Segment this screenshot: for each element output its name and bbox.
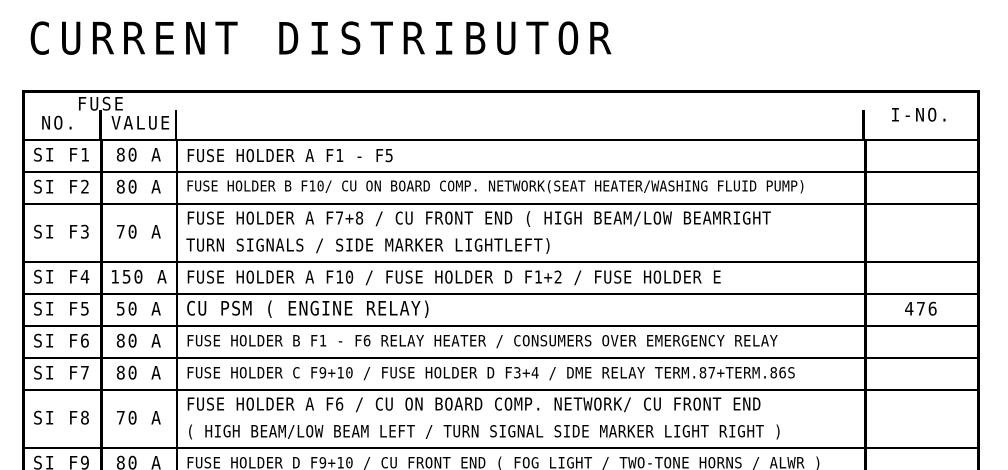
- cell-ino: [865, 172, 977, 205]
- description-line: ( HIGH BEAM/LOW BEAM LEFT / TURN SIGNAL …: [186, 422, 784, 443]
- fuse-value-text: 80 A: [115, 176, 163, 200]
- description-line: FUSE HOLDER C F9+10 / FUSE HOLDER D F3+4…: [186, 364, 797, 384]
- cell-fuse-no: SI F9: [25, 448, 103, 470]
- fuse-value-text: 70 A: [115, 407, 163, 431]
- description-line: FUSE HOLDER A F1 - F5: [186, 145, 395, 167]
- cell-fuse-no: SI F6: [25, 326, 103, 359]
- cell-fuse-value: 70 A: [101, 204, 178, 263]
- ino-text: 476: [904, 298, 940, 322]
- cell-fuse-value: 80 A: [101, 140, 178, 173]
- table-header: FUSE NO. VALUE I-NO.: [25, 93, 977, 141]
- table-body: SI F1 80 A FUSE HOLDER A F1 - F5 SI F2 8…: [25, 140, 977, 470]
- fuse-no-text: SI F3: [32, 221, 92, 245]
- table-row: SI F6 80 A FUSE HOLDER B F1 - F6 RELAY H…: [25, 326, 977, 359]
- header-label-value: VALUE: [111, 113, 173, 135]
- cell-ino: [865, 358, 977, 391]
- cell-fuse-value: 50 A: [101, 294, 178, 327]
- description-line: CU PSM ( ENGINE RELAY): [186, 298, 434, 322]
- cell-fuse-value: 150 A: [101, 262, 178, 295]
- fuse-value-text: 80 A: [115, 330, 163, 354]
- cell-ino: [865, 204, 977, 263]
- description-line: FUSE HOLDER B F10/ CU ON BOARD COMP. NET…: [186, 178, 807, 197]
- fuse-no-text: SI F1: [32, 144, 92, 168]
- description-line: FUSE HOLDER A F7+8 / CU FRONT END ( HIGH…: [186, 208, 772, 230]
- cell-description: FUSE HOLDER A F10 / FUSE HOLDER D F1+2 /…: [177, 262, 867, 295]
- fuse-no-text: SI F4: [32, 266, 92, 290]
- cell-ino: 476: [865, 294, 977, 327]
- cell-ino: [865, 262, 977, 295]
- cell-fuse-no: SI F2: [25, 172, 103, 205]
- cell-fuse-no: SI F3: [25, 204, 103, 263]
- table-row: SI F1 80 A FUSE HOLDER A F1 - F5: [25, 140, 977, 173]
- fuse-value-text: 150 A: [109, 266, 169, 290]
- cell-fuse-no: SI F1: [25, 140, 103, 173]
- cell-fuse-no: SI F4: [25, 262, 103, 295]
- header-label-no: NO.: [41, 113, 78, 135]
- fuse-no-text: SI F2: [32, 176, 92, 200]
- cell-fuse-value: 80 A: [101, 448, 178, 470]
- cell-ino: [865, 140, 977, 173]
- cell-description: FUSE HOLDER C F9+10 / FUSE HOLDER D F3+4…: [177, 358, 867, 391]
- fuse-no-text: SI F5: [32, 298, 92, 322]
- fuse-value-text: 50 A: [115, 298, 163, 322]
- cell-description: FUSE HOLDER B F10/ CU ON BOARD COMP. NET…: [177, 172, 867, 205]
- description-line: FUSE HOLDER A F10 / FUSE HOLDER D F1+2 /…: [186, 267, 723, 289]
- cell-description: FUSE HOLDER A F7+8 / CU FRONT END ( HIGH…: [177, 204, 867, 263]
- description-line: FUSE HOLDER D F9+10 / CU FRONT END ( FOG…: [186, 454, 823, 470]
- table-row: SI F7 80 A FUSE HOLDER C F9+10 / FUSE HO…: [25, 358, 977, 391]
- cell-description: FUSE HOLDER B F1 - F6 RELAY HEATER / CON…: [177, 326, 867, 359]
- cell-ino: [865, 326, 977, 359]
- cell-fuse-value: 80 A: [101, 326, 178, 359]
- header-cell-no: FUSE NO.: [25, 93, 124, 141]
- fuse-value-text: 70 A: [115, 221, 163, 245]
- cell-fuse-value: 80 A: [101, 358, 178, 391]
- table-row: SI F8 70 A FUSE HOLDER A F6 / CU ON BOAR…: [25, 390, 977, 449]
- header-label-ino: I-NO.: [890, 105, 952, 127]
- fuse-no-text: SI F7: [32, 362, 92, 386]
- fuse-value-text: 80 A: [115, 144, 163, 168]
- description-line: FUSE HOLDER B F1 - F6 RELAY HEATER / CON…: [186, 332, 779, 352]
- cell-fuse-no: SI F8: [25, 390, 103, 449]
- table-row: SI F4 150 A FUSE HOLDER A F10 / FUSE HOL…: [25, 262, 977, 295]
- cell-description: FUSE HOLDER A F1 - F5: [177, 140, 867, 173]
- fuse-value-text: 80 A: [115, 452, 163, 470]
- table-row: SI F5 50 A CU PSM ( ENGINE RELAY) 476: [25, 294, 977, 327]
- table-row: SI F3 70 A FUSE HOLDER A F7+8 / CU FRONT…: [25, 204, 977, 263]
- cell-ino: [865, 448, 977, 470]
- table-row: SI F2 80 A FUSE HOLDER B F10/ CU ON BOAR…: [25, 172, 977, 205]
- description-line: FUSE HOLDER A F6 / CU ON BOARD COMP. NET…: [186, 394, 763, 416]
- fuse-no-text: SI F6: [32, 330, 92, 354]
- header-row: FUSE NO. VALUE I-NO.: [25, 93, 977, 141]
- fuse-no-text: SI F8: [32, 407, 92, 431]
- cell-description: FUSE HOLDER D F9+10 / CU FRONT END ( FOG…: [177, 448, 867, 470]
- fuse-table: FUSE NO. VALUE I-NO. SI F1: [25, 93, 977, 470]
- fuse-value-text: 80 A: [115, 362, 163, 386]
- table-row: SI F9 80 A FUSE HOLDER D F9+10 / CU FRON…: [25, 448, 977, 470]
- cell-fuse-no: SI F5: [25, 294, 103, 327]
- fuse-table-container: FUSE NO. VALUE I-NO. SI F1: [22, 90, 980, 470]
- cell-ino: [865, 390, 977, 449]
- fuse-no-text: SI F9: [32, 452, 92, 470]
- header-cell-value: VALUE: [101, 93, 177, 141]
- cell-fuse-no: SI F7: [25, 358, 103, 391]
- cell-fuse-value: 80 A: [101, 172, 178, 205]
- cell-fuse-value: 70 A: [101, 390, 178, 449]
- page-title: CURRENT DISTRIBUTOR: [28, 14, 619, 66]
- description-line: TURN SIGNALS / SIDE MARKER LIGHTLEFT): [186, 235, 554, 257]
- header-cell-ino: I-NO.: [865, 93, 977, 141]
- cell-description: CU PSM ( ENGINE RELAY): [177, 294, 867, 327]
- header-cell-description: [177, 93, 865, 141]
- cell-description: FUSE HOLDER A F6 / CU ON BOARD COMP. NET…: [177, 390, 867, 449]
